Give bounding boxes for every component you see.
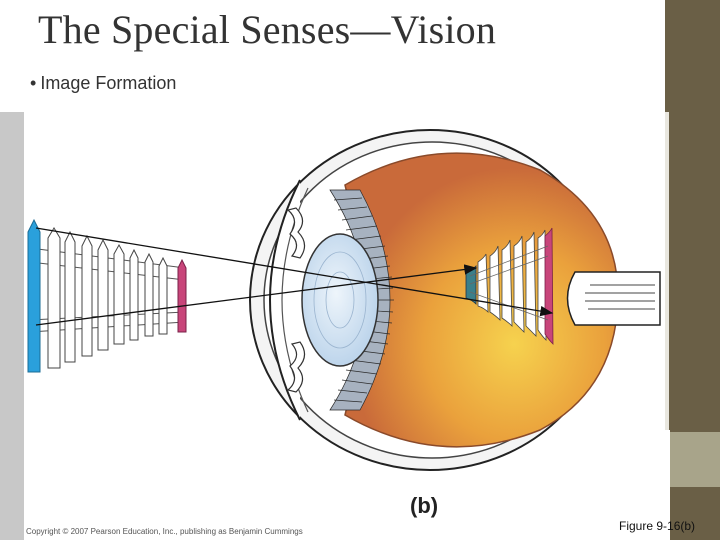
object-fence — [27, 218, 187, 373]
bullet-text: Image Formation — [40, 73, 177, 93]
object-fence-blue-post — [27, 218, 41, 373]
iris — [286, 207, 306, 393]
figure-reference: Figure 9-16(b) — [619, 519, 696, 533]
copyright-text: Copyright © 2007 Pearson Education, Inc.… — [26, 527, 303, 536]
object-fence-pink-post — [177, 258, 187, 333]
right-theme-accent — [670, 432, 720, 487]
panel-label: (b) — [410, 493, 439, 518]
right-panel-strip — [665, 112, 669, 430]
right-theme-accent-bottom — [670, 490, 720, 540]
lens — [301, 233, 379, 367]
bullet-symbol: • — [30, 73, 37, 93]
right-panel-gap — [665, 430, 670, 540]
bullet-item: •Image Formation — [30, 73, 176, 94]
optic-nerve — [566, 271, 661, 326]
light-rays — [35, 227, 554, 326]
slide-title: The Special Senses—Vision — [38, 7, 497, 52]
left-edge-bar — [0, 112, 24, 540]
